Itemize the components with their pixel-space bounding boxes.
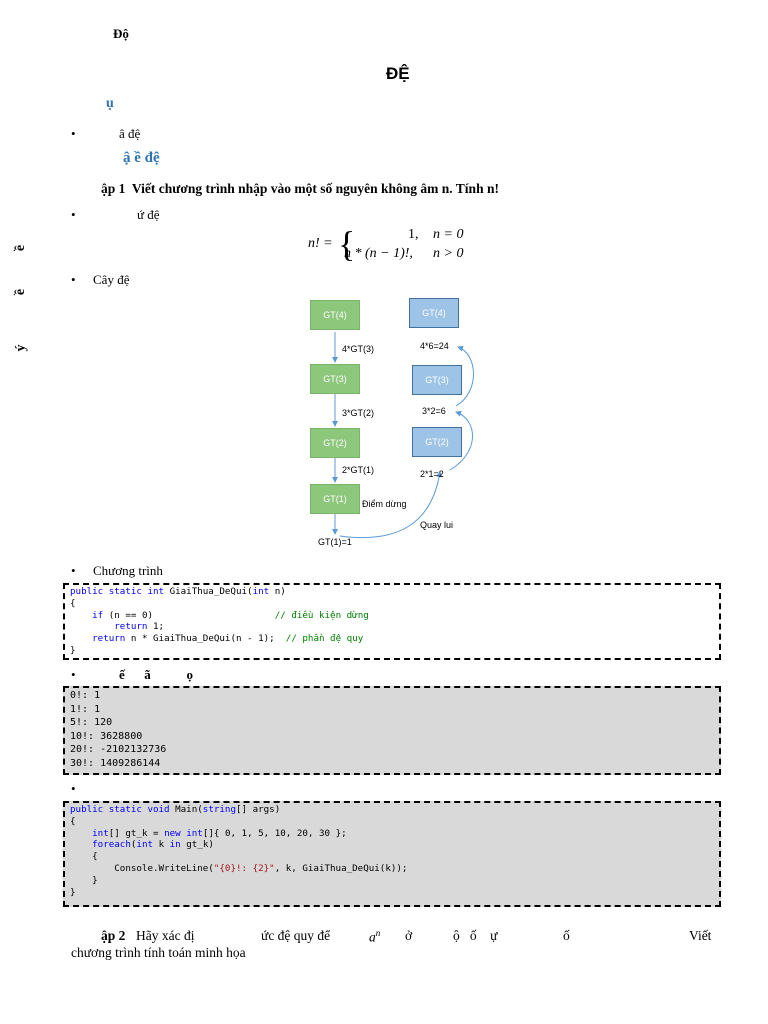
edge-label-1: 4*GT(3) <box>342 344 375 354</box>
right-node-gt3: GT(3) <box>412 365 462 395</box>
exercise-2-line2: chương trình tính toán minh họa <box>71 945 246 960</box>
formula-case1-value: 1, <box>408 227 419 242</box>
bullet-dot: • <box>71 272 76 287</box>
exercise-2-line1: ập 2 Hãy xác đị ức đệ quy để an ở ộ ố ự … <box>101 928 721 948</box>
left-node-gt4: GT(4) <box>310 300 360 330</box>
base-label: GT(1)=1 <box>318 537 352 547</box>
bullet-dot: • <box>71 563 76 578</box>
bullet-text-4: Chương trình <box>93 563 163 578</box>
left-node-gt1: GT(1) <box>310 484 360 514</box>
side-mark-1: ề <box>13 244 29 252</box>
exercise-2-text-f: Viết <box>689 928 712 943</box>
back-label: Quay lui <box>420 520 454 530</box>
right-node-gt4: GT(4) <box>409 298 459 328</box>
edge-label-3: 2*GT(1) <box>342 465 375 475</box>
exercise-2-text-a: Hãy xác đị <box>136 928 195 943</box>
right-node-gt2: GT(2) <box>412 427 462 457</box>
side-mark-2: ề <box>13 288 29 296</box>
left-node-gt3: GT(3) <box>310 364 360 394</box>
code-block-main: public static void Main(string[] args) {… <box>63 801 721 907</box>
exercise-1-text: Viết chương trình nhập vào một số nguyên… <box>131 181 499 196</box>
exercise-2-math: an <box>369 928 381 945</box>
stop-label: Điểm dừng <box>362 499 407 509</box>
exercise-2-text-c: ở <box>405 928 413 943</box>
exercise-2-text-e: ố <box>563 928 570 943</box>
running-title: Độ <box>113 26 129 41</box>
output-line: 10!: 3628800 <box>70 730 143 742</box>
document-title: ĐỆ <box>386 64 410 83</box>
recursion-diagram: GT(4) GT(3) GT(2) GT(1) 4*GT(3) 3*GT(2) … <box>300 292 480 552</box>
side-mark-3: ý <box>13 344 29 352</box>
output-line: 30!: 1409286144 <box>70 757 161 769</box>
exercise-2-text-b: ức đệ quy để <box>261 928 331 943</box>
diagram-arrows <box>332 332 474 539</box>
code-block-function: public static int GiaiThua_DeQui(int n) … <box>63 583 721 660</box>
edge-label-2: 3*GT(2) <box>342 408 375 418</box>
bullet-text-2: ứ đệ <box>137 207 160 222</box>
bullet-dot: • <box>71 207 76 222</box>
section-heading: ụ <box>106 96 114 111</box>
result-label-3: 2*1=2 <box>420 469 444 479</box>
bullet-text-5: ế ã ọ <box>119 667 194 682</box>
bullet-dot: • <box>71 781 76 796</box>
program-output: 0!: 1 1!: 1 5!: 120 10!: 3628800 20!: -2… <box>63 686 721 775</box>
exercise-2-label: ập 2 <box>101 928 126 943</box>
output-line: 5!: 120 <box>70 717 113 728</box>
exercise-1-label: ập 1 <box>101 181 126 196</box>
output-line: 1!: 1 <box>70 703 101 715</box>
output-line: 20!: -2102132736 <box>70 744 167 755</box>
formula-case2-value: n * (n − 1)!, <box>344 246 413 261</box>
bullet-dot: • <box>71 667 76 682</box>
output-line: 0!: 1 <box>70 690 101 701</box>
formula-brace: { <box>338 224 356 264</box>
exercise-1: ập 1 Viết chương trình nhập vào một số n… <box>101 181 499 197</box>
subheading: ậ ề đệ <box>123 150 160 166</box>
formula-case1-cond: n = 0 <box>433 227 464 242</box>
bullet-dot: • <box>71 126 76 141</box>
exercise-2-text-d: ộ ố ự <box>453 928 498 943</box>
formula-case2-cond: n > 0 <box>433 246 464 261</box>
bullet-text-3: Cây đệ <box>93 272 130 287</box>
bullet-text-1: â đệ <box>119 126 141 141</box>
formula-lhs: n! = <box>308 236 333 251</box>
result-label-2: 3*2=6 <box>422 406 446 416</box>
result-label-1: 4*6=24 <box>420 341 449 351</box>
left-node-gt2: GT(2) <box>310 428 360 458</box>
